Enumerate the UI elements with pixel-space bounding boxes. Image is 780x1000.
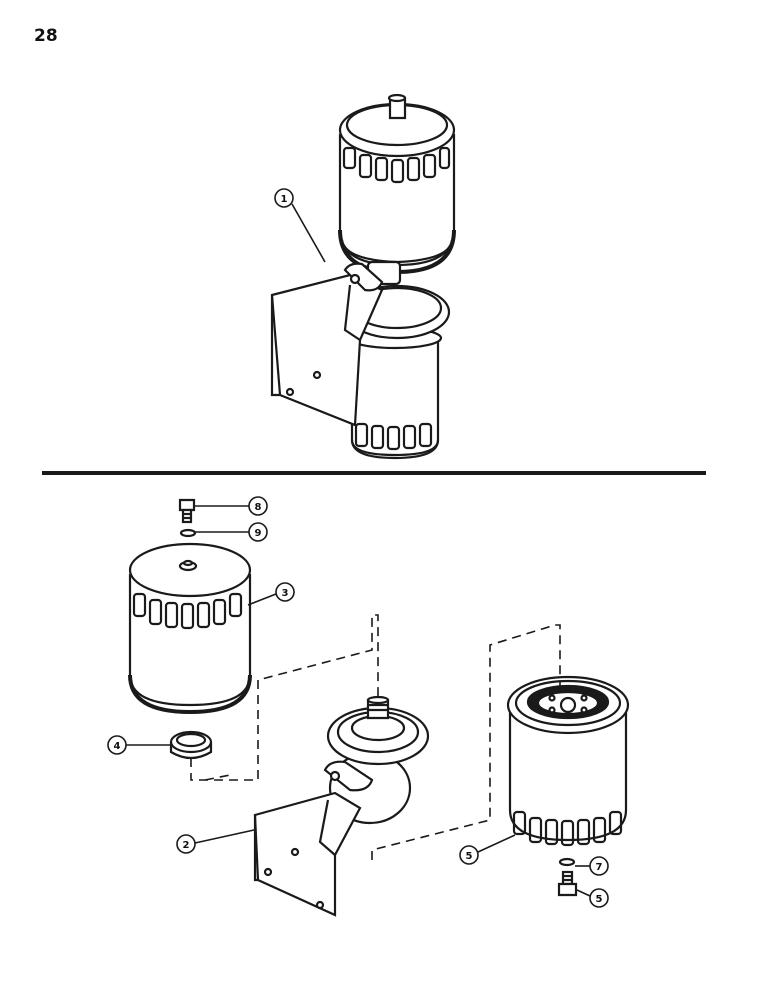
filter-left-flutes <box>132 592 243 630</box>
upper-filter-flutes <box>342 146 451 184</box>
o-ring-bottom <box>558 857 576 867</box>
callout-5-filter-label: 5 <box>466 851 473 862</box>
filter-right-flutes <box>512 810 623 847</box>
callout-5-filter: 5 <box>459 834 516 865</box>
drain-plug-bottom <box>557 870 578 897</box>
callout-9-label: 9 <box>255 528 262 539</box>
page-number: 28 <box>34 26 58 46</box>
oil-filter-left <box>128 542 252 715</box>
mounting-bracket <box>253 760 374 917</box>
callout-4: 4 <box>107 735 171 755</box>
assembly-lines <box>190 614 561 860</box>
callout-2: 2 <box>176 829 255 854</box>
lower-filter-canister <box>347 326 443 460</box>
callout-8: 8 <box>194 496 268 516</box>
gasket-ring <box>169 730 213 760</box>
callout-1: 1 <box>274 188 326 263</box>
callout-3-label: 3 <box>282 588 289 599</box>
callout-9: 9 <box>195 522 268 542</box>
upper-filter-canister <box>338 93 456 275</box>
callout-8-label: 8 <box>255 502 262 513</box>
callout-5-plug: 5 <box>576 888 609 908</box>
callout-5-plug-label: 5 <box>596 894 603 905</box>
lower-filter-flutes <box>354 422 433 451</box>
callout-2-label: 2 <box>183 840 190 851</box>
callout-4-label: 4 <box>114 741 121 752</box>
callout-7: 7 <box>575 856 609 876</box>
bracket-assembled <box>270 262 384 427</box>
callout-1-label: 1 <box>281 194 288 205</box>
drain-plug-top <box>178 498 196 524</box>
callout-7-label: 7 <box>596 862 603 873</box>
callout-3: 3 <box>247 582 295 606</box>
o-ring-top <box>179 528 197 538</box>
assembled-filter-view <box>270 93 456 460</box>
oil-filter-right <box>506 675 630 847</box>
